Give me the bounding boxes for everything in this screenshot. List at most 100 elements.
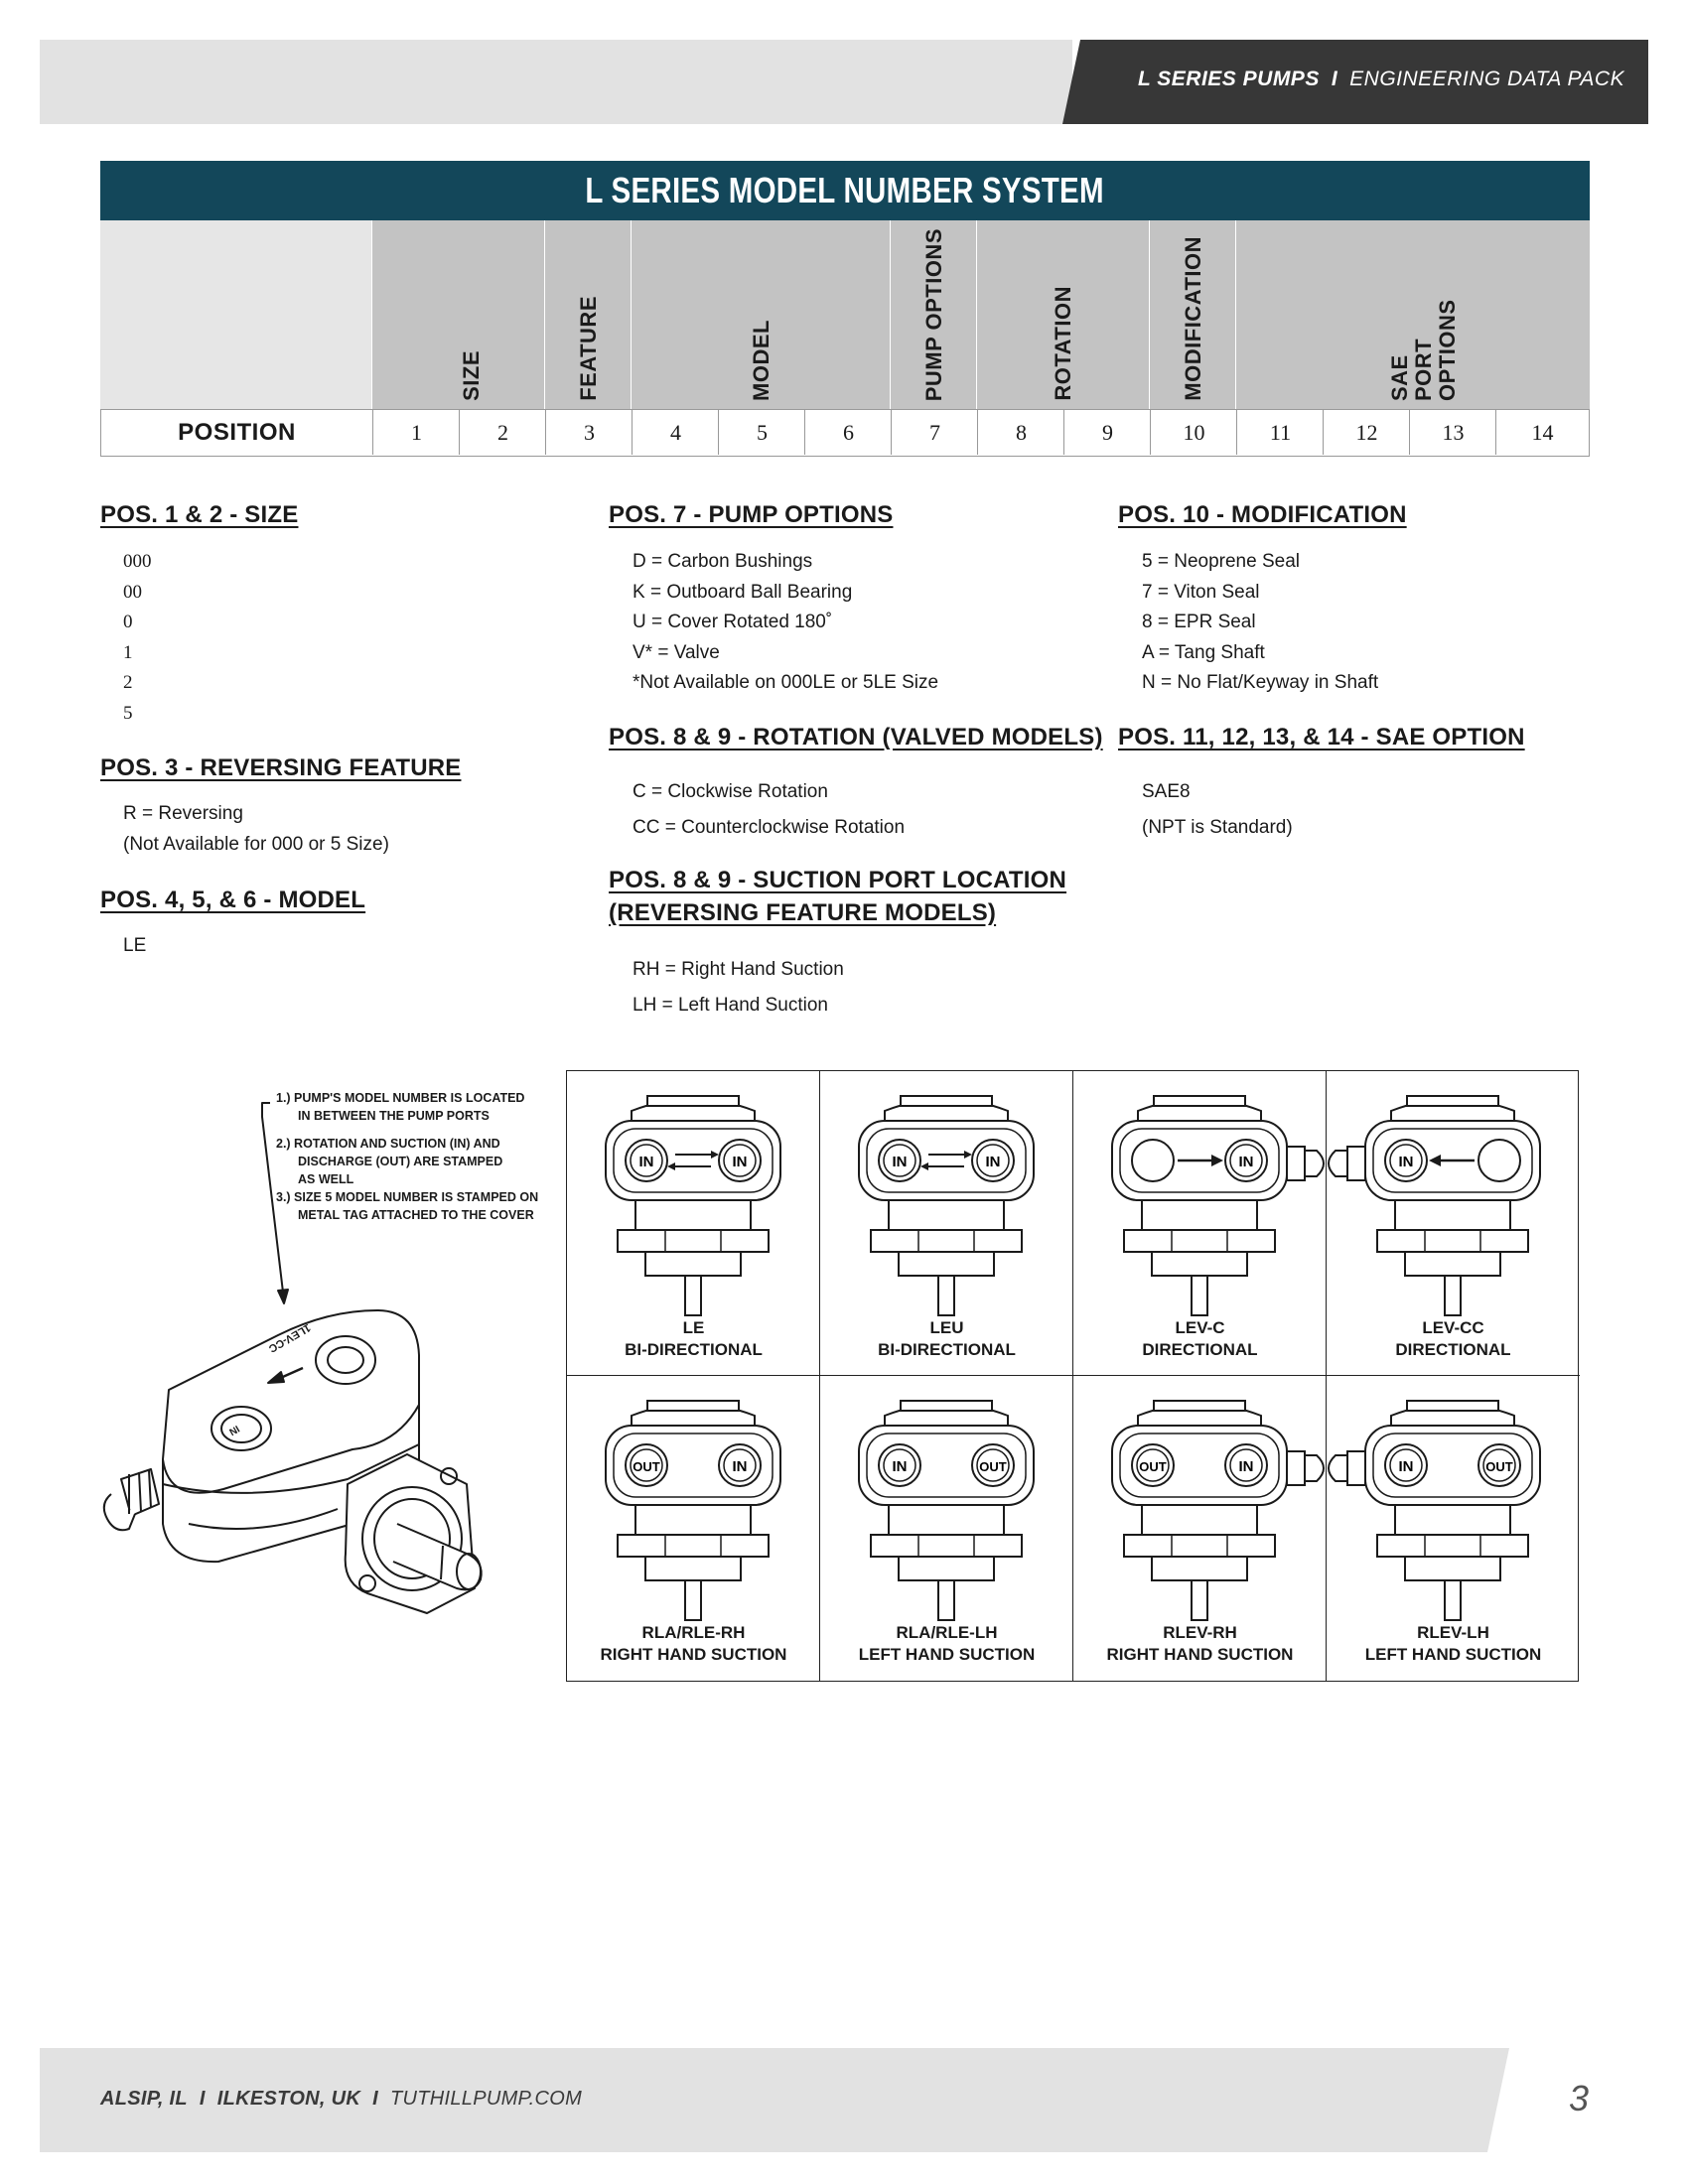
position-cell: 8 — [977, 410, 1064, 455]
list-item: 5 = Neoprene Seal — [1142, 551, 1300, 572]
list-item: (Not Available for 000 or 5 Size) — [123, 833, 389, 855]
col-model: MODEL — [631, 220, 891, 409]
position-cell: 3 — [545, 410, 633, 455]
list-item: N = No Flat/Keyway in Shaft — [1142, 672, 1379, 693]
list-item: SAE8 — [1142, 781, 1191, 802]
note-line: DISCHARGE (OUT) ARE STAMPED — [298, 1155, 503, 1168]
diagram-model-code: LEU — [929, 1318, 964, 1337]
position-cell: 9 — [1063, 410, 1151, 455]
port-label: OUT — [633, 1459, 660, 1474]
port-label: OUT — [1139, 1459, 1167, 1474]
section-rotation-list: C = Clockwise Rotation CC = Counterclock… — [633, 774, 905, 846]
list-item: LH = Left Hand Suction — [633, 995, 828, 1016]
section-suction-heading: POS. 8 & 9 - SUCTION PORT LOCATION — [609, 867, 1067, 893]
header-tab — [1062, 40, 1648, 124]
diagram-model-code: LE — [682, 1318, 705, 1337]
header-series: L SERIES PUMPS — [1138, 68, 1320, 90]
list-item: *Not Available on 000LE or 5LE Size — [633, 672, 939, 693]
pump-configuration-grid: IN IN LE BI-DIRECTIONAL IN IN LEU BI-DIRECTIONA… — [566, 1070, 1580, 1682]
section-model-heading: POS. 4, 5, & 6 - MODEL — [100, 887, 366, 913]
section-suction-list: RH = Right Hand Suction LH = Left Hand S… — [633, 952, 844, 1024]
position-cell: 12 — [1323, 410, 1410, 455]
footer-band — [40, 2048, 1509, 2152]
list-item: C = Clockwise Rotation — [633, 781, 828, 802]
note-line: IN BETWEEN THE PUMP PORTS — [298, 1109, 490, 1123]
port-label: IN — [1239, 1458, 1254, 1475]
pump-diagram-caption: RLA/RLE-RH RIGHT HAND SUCTION — [567, 1622, 820, 1666]
section-reversing-list: R = Reversing (Not Available for 000 or … — [123, 799, 389, 860]
pump-diagram-cell: IN LEV-C DIRECTIONAL — [1073, 1071, 1327, 1376]
col-pump-options: PUMP OPTIONS — [890, 220, 977, 409]
diagram-model-code: LEV-C — [1175, 1318, 1225, 1337]
diagram-model-code: LEV-CC — [1422, 1318, 1484, 1337]
port-label: IN — [733, 1154, 748, 1170]
col-feature: FEATURE — [544, 220, 632, 409]
table-header-row: SIZE FEATURE MODEL PUMP OPTIONS ROTATION… — [100, 220, 1590, 409]
list-item: CC = Counterclockwise Rotation — [633, 817, 906, 838]
header-band — [40, 40, 1072, 124]
section-model-list: LE — [123, 931, 146, 962]
note-line: AS WELL — [298, 1172, 354, 1186]
port-label: IN — [1399, 1154, 1414, 1170]
diagram-description: LEFT HAND SUCTION — [858, 1645, 1036, 1664]
col-modification: MODIFICATION — [1149, 220, 1236, 409]
list-item: A = Tang Shaft — [1142, 641, 1265, 663]
pump-notes: 1.) PUMP'S MODEL NUMBER IS LOCATED IN BE… — [276, 1089, 574, 1224]
footer-loc2: ILKESTON, UK — [216, 2088, 361, 2110]
isometric-pump-drawing: IN 1LEV-CC — [102, 1102, 483, 1614]
table-title: L SERIES MODEL NUMBER SYSTEM — [100, 161, 1590, 220]
list-item: 8 = EPR Seal — [1142, 612, 1256, 632]
col-rotation-label: ROTATION — [1051, 286, 1075, 401]
list-item: 000 — [123, 551, 152, 572]
section-suction-subheading: (REVERSING FEATURE MODELS) — [609, 899, 997, 926]
port-label: OUT — [1485, 1459, 1513, 1474]
note-line: METAL TAG ATTACHED TO THE COVER — [298, 1208, 534, 1222]
footer-loc1: ALSIP, IL — [100, 2088, 188, 2110]
list-item: D = Carbon Bushings — [633, 551, 813, 572]
position-cell: 13 — [1409, 410, 1496, 455]
diagram-model-code: RLEV-LH — [1417, 1623, 1489, 1642]
port-label: OUT — [979, 1459, 1007, 1474]
col-sae-port-label: SAE PORT OPTIONS — [1386, 299, 1460, 401]
note-line: 3.) SIZE 5 MODEL NUMBER IS STAMPED ON — [276, 1190, 539, 1204]
pump-diagram-caption: LEV-C DIRECTIONAL — [1073, 1317, 1327, 1361]
list-item: V* = Valve — [633, 641, 720, 663]
section-reversing-heading: POS. 3 - REVERSING FEATURE — [100, 754, 462, 781]
section-size-heading: POS. 1 & 2 - SIZE — [100, 501, 299, 528]
table-header-blank — [100, 220, 371, 409]
table-title-text: L SERIES MODEL NUMBER SYSTEM — [585, 170, 1105, 210]
diagram-description: LEFT HAND SUCTION — [1364, 1645, 1542, 1664]
list-item: K = Outboard Ball Bearing — [633, 581, 853, 603]
diagram-description: DIRECTIONAL — [1142, 1340, 1258, 1359]
section-pump-options-list: D = Carbon Bushings K = Outboard Ball Be… — [633, 547, 938, 699]
col-rotation: ROTATION — [976, 220, 1150, 409]
position-cell: 5 — [718, 410, 805, 455]
diagram-description: RIGHT HAND SUCTION — [600, 1645, 787, 1664]
port-label: IN — [1239, 1154, 1254, 1170]
position-cell: 4 — [632, 410, 719, 455]
list-item: 0 — [123, 612, 133, 632]
diagram-model-code: RLA/RLE-RH — [641, 1623, 746, 1642]
note-line: 2.) ROTATION AND SUCTION (IN) AND — [276, 1137, 500, 1151]
diagram-description: BI-DIRECTIONAL — [878, 1340, 1016, 1359]
footer-sep: I — [199, 2088, 206, 2110]
diagram-description: BI-DIRECTIONAL — [625, 1340, 763, 1359]
port-label: IN — [893, 1154, 908, 1170]
table-position-row: POSITION 1 2 3 4 5 6 7 8 9 10 11 12 13 1… — [100, 409, 1590, 457]
list-item: 1 — [123, 641, 133, 663]
col-feature-label: FEATURE — [575, 296, 601, 401]
section-pump-options-heading: POS. 7 - PUMP OPTIONS — [609, 501, 894, 528]
col-model-label: MODEL — [748, 320, 774, 401]
pump-diagram-caption: RLEV-LH LEFT HAND SUCTION — [1327, 1622, 1580, 1666]
